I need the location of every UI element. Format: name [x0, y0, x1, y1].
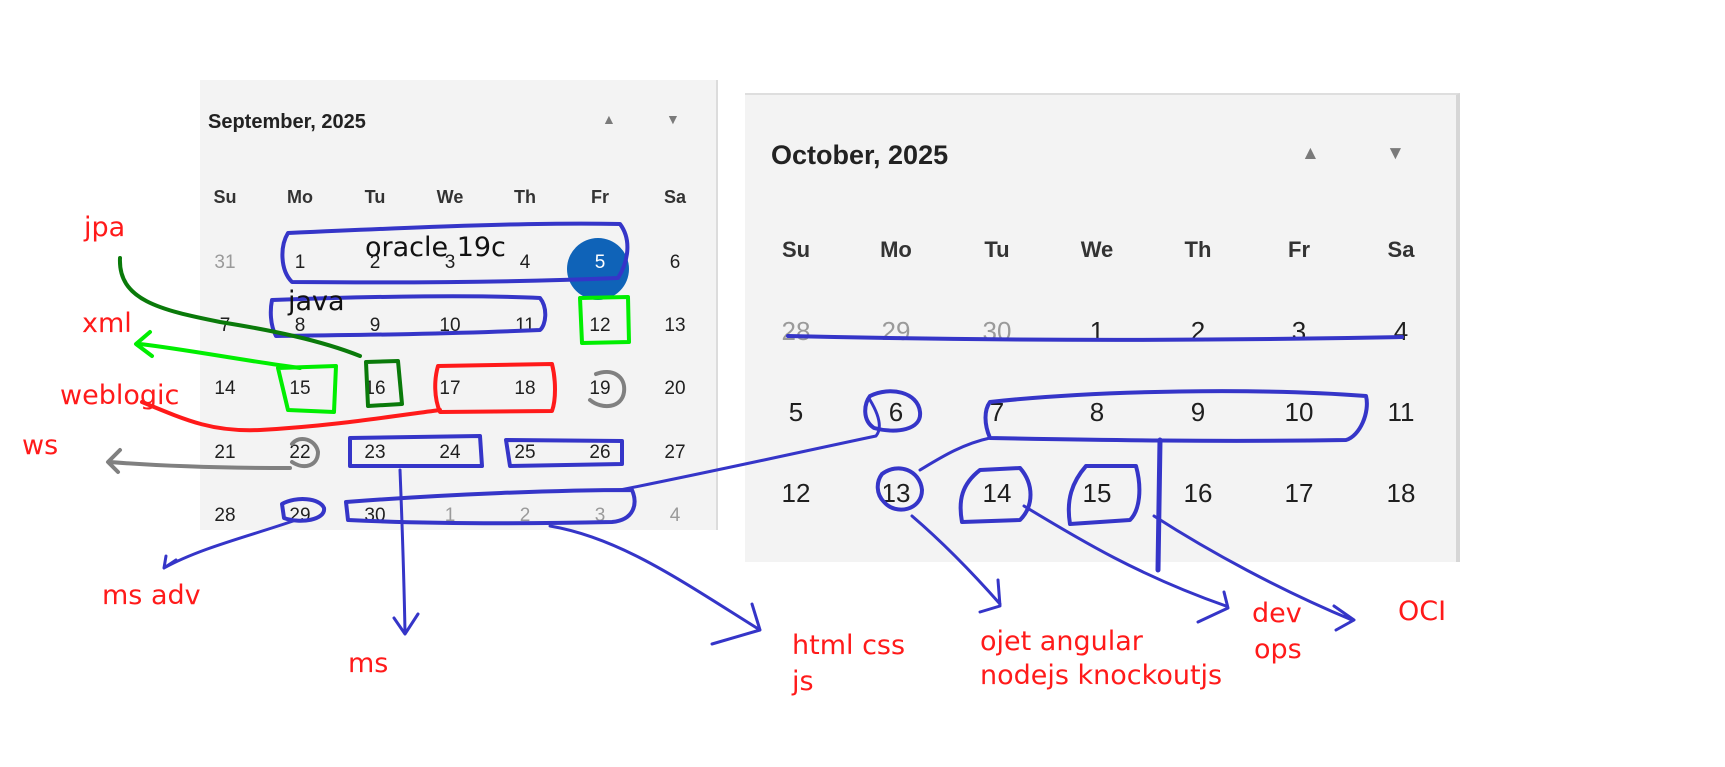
calendar-day-button[interactable]: 5: [594, 252, 606, 273]
weekday-we: We: [436, 187, 464, 207]
note-nodejs-knockoutjs: nodejs knockoutjs: [980, 660, 1223, 691]
calendar-day-button[interactable]: 2: [519, 505, 531, 526]
note-html-css: html css: [792, 630, 906, 661]
calendar-day-button[interactable]: 26: [589, 442, 611, 463]
weekday-tu: Tu: [364, 187, 386, 207]
note-oracle: oracle 19c: [365, 232, 506, 263]
weekday-su: Su: [213, 187, 237, 207]
calendar-day-button[interactable]: 4: [519, 252, 531, 273]
calendar-day-button[interactable]: 30: [364, 505, 386, 526]
note-weblogic: weblogic: [60, 380, 180, 411]
weekday-fr: Fr: [1288, 237, 1310, 262]
calendar-day-button[interactable]: 18: [1386, 478, 1416, 508]
note-oci: OCI: [1398, 596, 1447, 627]
weekday-fr: Fr: [591, 187, 609, 207]
note-ojet-angular: ojet angular: [980, 626, 1143, 657]
calendar-day-button[interactable]: 22: [289, 442, 311, 463]
calendar-day-button[interactable]: 4: [1393, 316, 1409, 346]
calendar-day-button[interactable]: 11: [1387, 397, 1415, 427]
calendar-day-button[interactable]: 6: [888, 397, 904, 427]
calendar-day-button[interactable]: 9: [369, 315, 381, 336]
note-ws: ws: [22, 430, 59, 461]
calendar-day-button[interactable]: 13: [664, 315, 686, 336]
calendar-day-button[interactable]: 29: [289, 505, 311, 526]
calendar-day-button[interactable]: 13: [881, 478, 911, 508]
weekday-mo: Mo: [287, 187, 313, 207]
calendar-day-button[interactable]: 1: [444, 505, 456, 526]
weekday-su: Su: [781, 237, 811, 262]
calendar-day-button[interactable]: 2: [1190, 316, 1206, 346]
note-xml: xml: [82, 308, 132, 339]
calendar-day-button[interactable]: 1: [1089, 316, 1105, 346]
calendar-day-button[interactable]: 27: [664, 442, 686, 463]
calendar-day-button[interactable]: 15: [289, 378, 311, 399]
calendar-day-button[interactable]: 8: [1089, 397, 1105, 427]
calendar-day-button[interactable]: 12: [589, 315, 611, 336]
note-js: js: [792, 666, 814, 697]
calendar-day-button[interactable]: 30: [982, 316, 1012, 346]
next-month-icon[interactable]: ▼: [666, 111, 680, 127]
previous-month-icon[interactable]: ▲: [602, 111, 616, 127]
calendar-day-button[interactable]: 17: [1284, 478, 1314, 508]
calendar-day-button[interactable]: 23: [364, 442, 386, 463]
calendar-day-button[interactable]: 14: [982, 478, 1012, 508]
calendar-day-button[interactable]: 17: [439, 378, 461, 399]
weekday-th: Th: [1184, 237, 1212, 262]
note-ms-adv: ms adv: [102, 580, 201, 611]
calendar-day-button[interactable]: 5: [788, 397, 804, 427]
calendar-day-button[interactable]: 24: [439, 442, 461, 463]
note-jpa: jpa: [84, 212, 126, 243]
calendar-day-button[interactable]: 7: [989, 397, 1005, 427]
weekday-sa: Sa: [663, 187, 687, 207]
calendar-day-button[interactable]: 14: [214, 378, 236, 399]
calendar-day-button[interactable]: 28: [781, 316, 811, 346]
calendar-day-button[interactable]: 25: [514, 442, 536, 463]
next-month-icon[interactable]: ▼: [1386, 143, 1405, 164]
weekday-th: Th: [514, 187, 536, 207]
calendar-day-button[interactable]: 7: [219, 315, 231, 336]
calendar-day-button[interactable]: 16: [1183, 478, 1213, 508]
month-title: October, 2025: [771, 140, 949, 170]
note-ops: ops: [1254, 634, 1302, 665]
calendar-day-button[interactable]: 3: [594, 505, 606, 526]
calendar-day-button[interactable]: 4: [669, 505, 681, 526]
note-ms: ms: [348, 648, 389, 679]
calendar-day-button[interactable]: 16: [364, 378, 386, 399]
calendar-day-button[interactable]: 6: [669, 252, 681, 273]
calendar-day-button[interactable]: 15: [1082, 478, 1112, 508]
calendar-day-button[interactable]: 20: [664, 378, 686, 399]
weekday-we: We: [1080, 237, 1114, 262]
calendar-day-button[interactable]: 28: [214, 505, 236, 526]
calendar-day-button[interactable]: 1: [294, 252, 306, 273]
calendar-day-button[interactable]: 3: [1291, 316, 1307, 346]
calendar-day-button[interactable]: 9: [1190, 397, 1206, 427]
calendar-day-button[interactable]: 19: [589, 378, 611, 399]
note-java: java: [288, 286, 345, 317]
calendar-day-button[interactable]: 18: [514, 378, 536, 399]
weekday-mo: Mo: [880, 237, 912, 262]
calendar-day-button[interactable]: 31: [214, 252, 236, 273]
calendar-day-button[interactable]: 10: [439, 315, 461, 336]
weekday-sa: Sa: [1387, 237, 1415, 262]
calendar-day-button[interactable]: 21: [214, 442, 236, 463]
calendar-day-button[interactable]: 10: [1284, 397, 1314, 427]
weekday-tu: Tu: [984, 237, 1010, 262]
calendar-day-button[interactable]: 29: [881, 316, 911, 346]
previous-month-icon[interactable]: ▲: [1301, 143, 1320, 164]
calendar-day-button[interactable]: 12: [781, 478, 811, 508]
calendar-day-button[interactable]: 11: [515, 315, 535, 336]
note-dev: dev: [1252, 598, 1302, 629]
month-title: September, 2025: [208, 111, 366, 133]
ink-arrow-html: [548, 524, 762, 646]
